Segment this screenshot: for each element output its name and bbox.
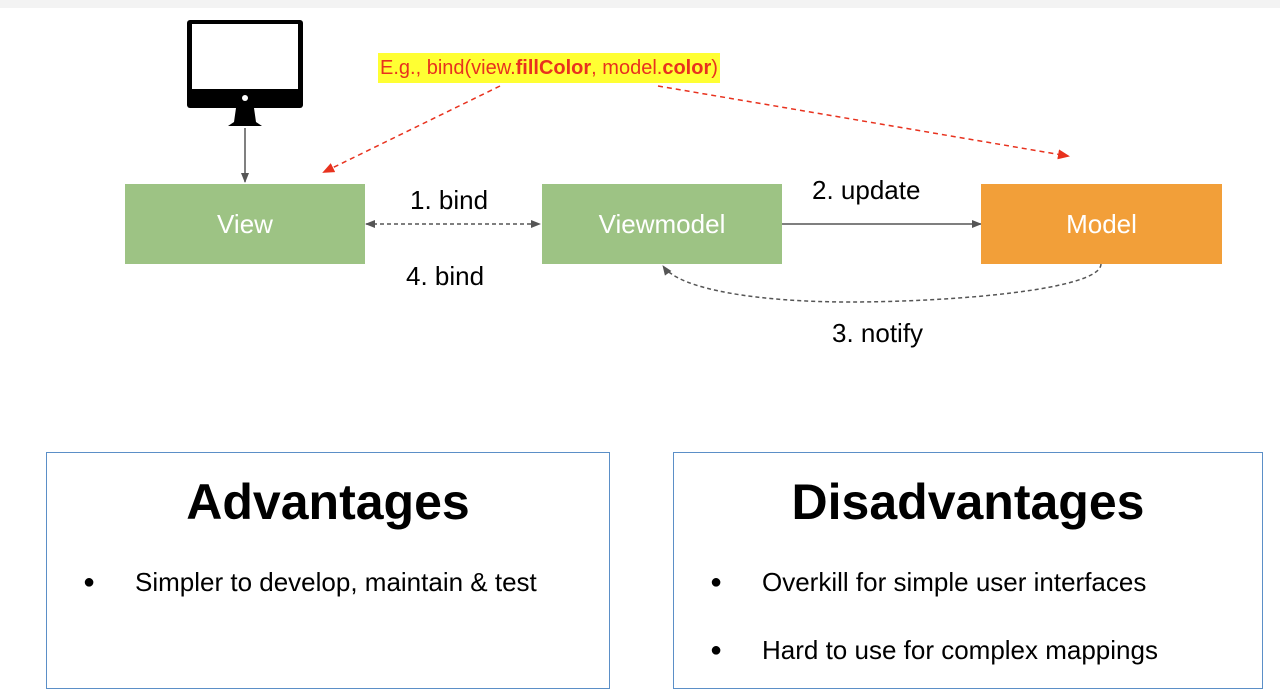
bullet-icon: ● — [83, 571, 96, 593]
callout-to-view-arrow — [322, 85, 501, 173]
list-item: ● Hard to use for complex mappings — [710, 635, 1158, 666]
model-node: Model — [981, 184, 1222, 264]
callout-middle: , model. — [591, 57, 663, 79]
bullet-icon: ● — [710, 639, 723, 661]
notify-arrow — [662, 263, 1102, 303]
disadvantages-panel: Disadvantages ● Overkill for simple user… — [673, 452, 1263, 689]
advantages-title: Advantages — [186, 474, 470, 530]
list-item: ● Simpler to develop, maintain & test — [83, 567, 537, 598]
bullet-icon: ● — [710, 571, 723, 593]
view-node: View — [125, 184, 365, 264]
disadvantage-text: Overkill for simple user interfaces — [762, 567, 1147, 597]
advantages-panel: Advantages ● Simpler to develop, maintai… — [46, 452, 610, 689]
top-bar — [0, 0, 1280, 8]
edge-label-notify: 3. notify — [832, 318, 924, 348]
edge-label-update: 2. update — [812, 175, 921, 205]
viewmodel-node: Viewmodel — [542, 184, 782, 264]
callout-to-model-arrow — [657, 85, 1070, 160]
viewmodel-node-label: Viewmodel — [598, 208, 726, 239]
edge-label-bind-1: 1. bind — [410, 185, 489, 215]
desktop-monitor-icon — [187, 20, 303, 126]
callout-bold-color: color — [662, 57, 712, 79]
disadvantage-text: Hard to use for complex mappings — [762, 635, 1158, 665]
callout-suffix: ) — [711, 57, 718, 79]
binding-example-callout: E.g., bind(view.fillColor, model.color) — [378, 53, 720, 83]
advantage-text: Simpler to develop, maintain & test — [135, 567, 537, 597]
view-node-label: View — [217, 208, 273, 239]
edge-label-bind-4: 4. bind — [406, 261, 485, 291]
list-item: ● Overkill for simple user interfaces — [710, 567, 1146, 598]
callout-bold-fillcolor: fillColor — [515, 57, 592, 79]
disadvantages-title: Disadvantages — [791, 474, 1145, 530]
callout-prefix: E.g., bind(view. — [380, 57, 516, 79]
model-node-label: Model — [1066, 208, 1137, 239]
